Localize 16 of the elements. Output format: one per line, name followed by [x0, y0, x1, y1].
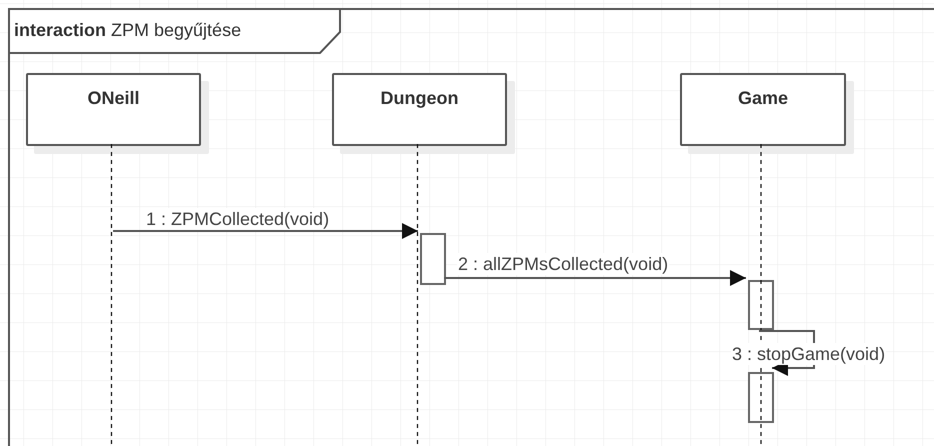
lifeline-name: Game: [738, 87, 788, 109]
frame-title: interaction ZPM begyűjtése: [14, 19, 242, 41]
message-arrow: [444, 270, 746, 286]
activation-bar: [420, 233, 446, 285]
interaction-frame: [8, 8, 934, 446]
lifeline: [760, 144, 762, 446]
lifeline: [110, 144, 112, 446]
lifeline-name: ONeill: [87, 87, 140, 109]
lifeline: [416, 144, 418, 446]
edge-label: 3 : stopGame(void): [731, 343, 886, 365]
message-arrow: [113, 223, 418, 239]
edge-label: 1 : ZPMCollected(void): [145, 208, 330, 230]
edge-label: 2 : allZPMsCollected(void): [457, 253, 670, 275]
lifeline-name: Dungeon: [380, 87, 458, 109]
activation-bar: [748, 280, 774, 330]
activation-bar: [748, 372, 774, 423]
